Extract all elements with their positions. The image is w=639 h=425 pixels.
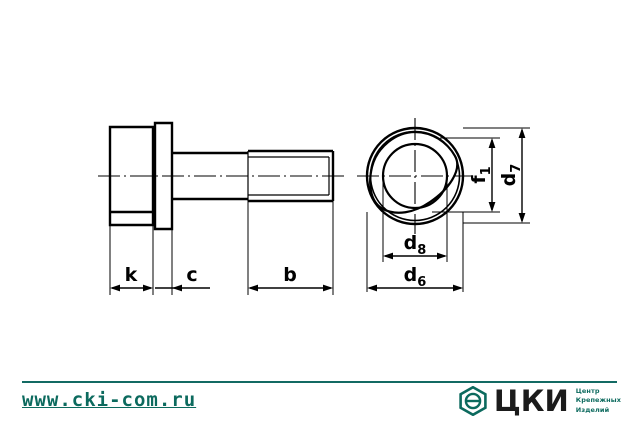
dim-label-c: c <box>186 264 197 286</box>
site-url-link[interactable]: www.cki-com.ru <box>22 389 197 411</box>
page-footer: www.cki-com.ru ЦКИ Центр Крепежных Издел… <box>0 375 639 425</box>
arrow-d8-left <box>383 252 393 260</box>
bolt-side-view <box>98 121 345 231</box>
dim-label-k: k <box>125 264 138 286</box>
arrow-d7-top <box>518 128 526 138</box>
arrow-d7-bottom <box>518 213 526 223</box>
tagline-line-2: Крепежных <box>575 396 621 405</box>
dim-label-f1: f1 <box>468 166 494 183</box>
arrow-f1-top <box>488 138 496 148</box>
tagline-line-1: Центр <box>575 386 600 395</box>
arrow-k-left <box>110 284 120 292</box>
hexagon-outline <box>459 386 487 416</box>
tagline-line-3: Изделий <box>575 405 610 414</box>
bolt-end-view <box>357 118 473 234</box>
side-view-dimensions: k c b <box>109 201 334 295</box>
dim-label-d7: d7 <box>498 164 524 187</box>
hexagon-inner-circle <box>464 392 482 410</box>
arrow-f1-bottom <box>488 202 496 212</box>
triangular-head-outline <box>369 130 459 214</box>
brand-tagline: Центр Крепежных Изделий <box>576 387 621 415</box>
footer-divider <box>22 381 617 383</box>
dim-label-d6: d6 <box>404 264 427 290</box>
brand-name: ЦКИ <box>493 383 569 418</box>
end-view-dimensions: d8 d6 f1 <box>366 127 530 292</box>
arrow-c-right <box>172 284 182 292</box>
arrow-d6-left <box>367 284 377 292</box>
hexagon-circle-icon <box>459 386 487 416</box>
arrow-b-right <box>323 284 333 292</box>
company-logo: ЦКИ Центр Крепежных Изделий <box>459 386 621 416</box>
arrow-b-left <box>248 284 258 292</box>
arrow-k-right <box>143 284 153 292</box>
arrow-d6-right <box>453 284 463 292</box>
dim-label-d8: d8 <box>404 232 427 258</box>
arrow-d8-right <box>437 252 447 260</box>
dim-label-b: b <box>283 264 297 286</box>
technical-drawing: k c b <box>98 118 530 295</box>
